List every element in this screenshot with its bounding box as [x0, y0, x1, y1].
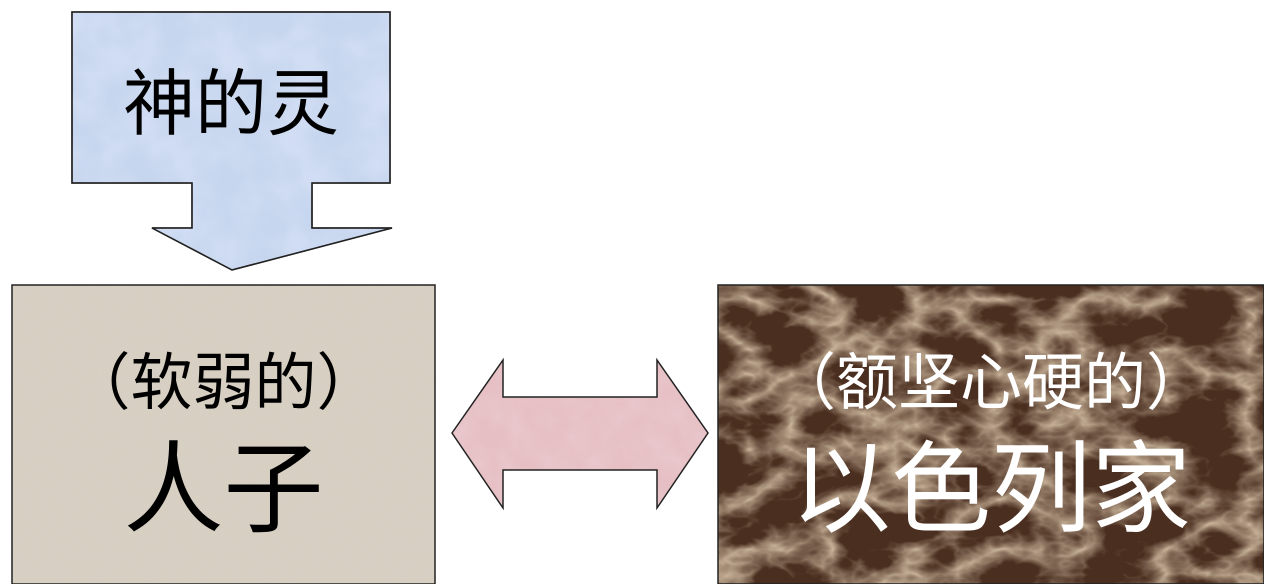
house-of-israel-outline [717, 284, 1264, 584]
son-of-man-box [11, 284, 436, 584]
spirit-down-arrow [71, 11, 393, 271]
son-of-man-outline [11, 284, 436, 584]
son-of-man-subtitle: （软弱的） [68, 346, 379, 419]
house-of-israel-title: 以色列家 [791, 431, 1191, 548]
house-of-israel-subtitle: （额坚心硬的） [773, 346, 1208, 419]
spirit-label: 神的灵 [122, 62, 339, 146]
double-arrow [451, 357, 709, 511]
house-of-israel-texture [718, 285, 1264, 584]
son-of-man-title: 人子 [123, 431, 324, 548]
double-arrow-outline [451, 357, 709, 511]
double-arrow-texture [452, 360, 708, 508]
son-of-man-texture [12, 285, 435, 584]
house-of-israel-box [717, 284, 1264, 584]
spirit-arrow-outline [71, 11, 393, 271]
